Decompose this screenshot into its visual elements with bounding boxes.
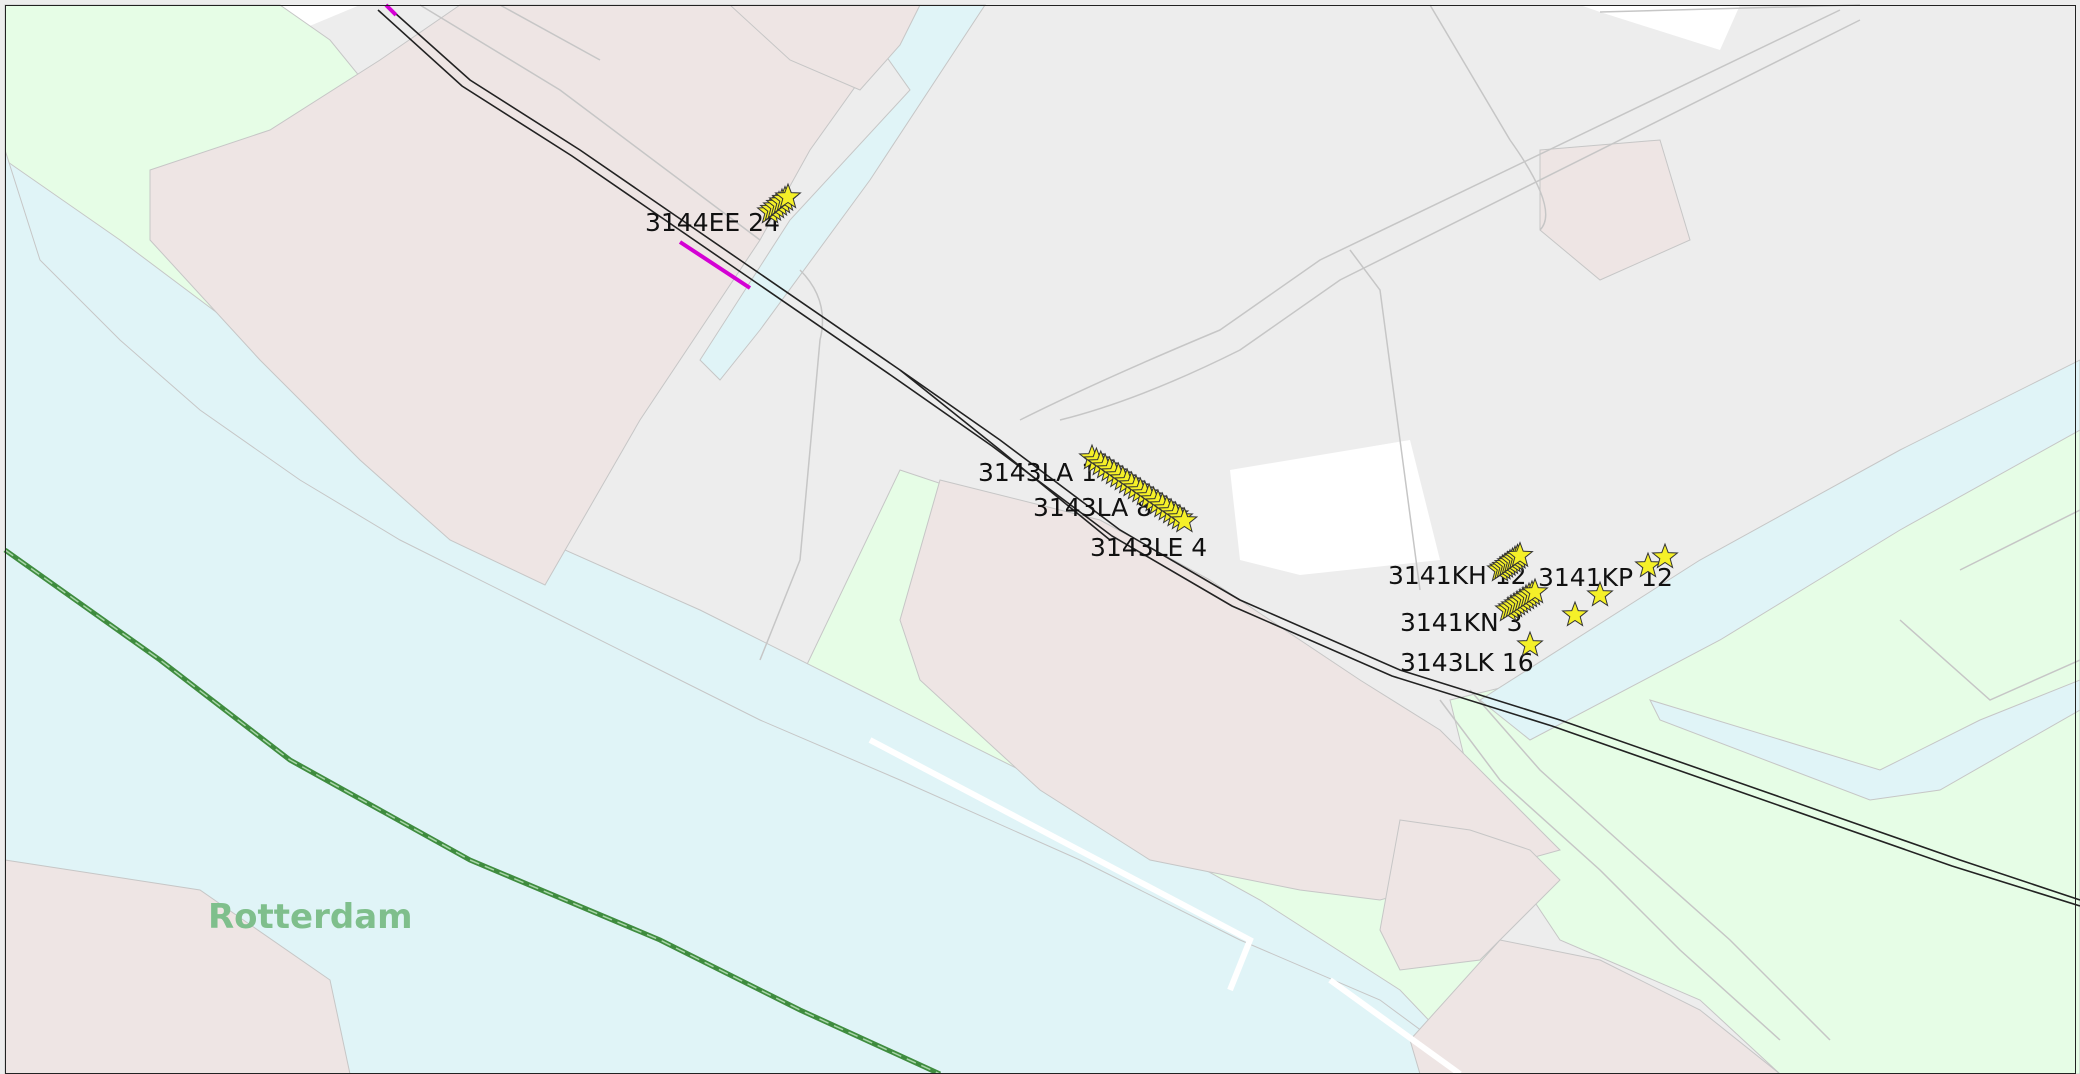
star-marker-icon[interactable] <box>774 182 802 209</box>
quay-road <box>1328 977 1462 1074</box>
star-marker-icon[interactable] <box>1521 577 1549 604</box>
railway-line <box>377 4 2080 907</box>
star-marker-icon[interactable] <box>1586 580 1614 607</box>
address-label-3144ee-24[interactable]: 3144EE 24 <box>645 208 780 237</box>
place-label: Rotterdam <box>208 897 413 937</box>
address-label-3143la-8[interactable]: 3143LA 8 <box>1033 493 1152 522</box>
star-marker-icon[interactable] <box>1634 551 1662 578</box>
star-marker-icon[interactable] <box>1561 600 1589 627</box>
address-label-3143la-1[interactable]: 3143LA 1 <box>978 458 1097 487</box>
water-bodies <box>4 4 2080 1074</box>
address-label-3143le-4[interactable]: 3143LE 4 <box>1090 533 1207 562</box>
star-marker-icon[interactable] <box>1651 542 1679 569</box>
address-markers[interactable] <box>756 182 1679 657</box>
built-up-areas <box>4 4 1781 1074</box>
address-label-3143lk-16[interactable]: 3143LK 16 <box>1400 648 1534 677</box>
road-outlines <box>419 4 2080 1041</box>
highlighted-track-segment <box>384 3 752 290</box>
star-marker-icon[interactable] <box>1516 630 1544 657</box>
star-marker-icon[interactable] <box>1170 506 1199 533</box>
star-marker-icon[interactable] <box>1506 541 1534 568</box>
municipal-boundary <box>3 547 942 1074</box>
pier-road <box>868 737 1254 992</box>
